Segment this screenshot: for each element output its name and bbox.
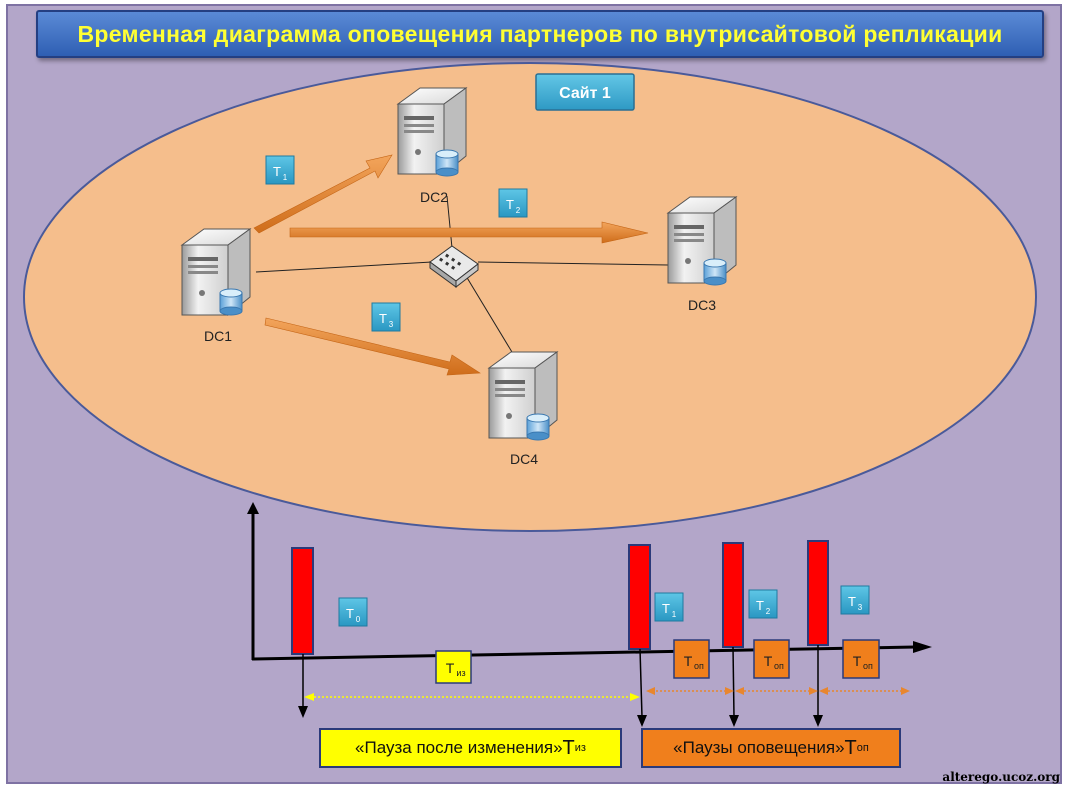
svg-text:T: T — [662, 601, 670, 616]
svg-text:T: T — [379, 311, 387, 326]
badge-t3-site: T 3 — [371, 302, 401, 332]
legend-pause-change-symbol: T — [562, 736, 575, 759]
event-bar-t3 — [807, 540, 829, 646]
pause-notify-box-3: T оп — [842, 639, 880, 679]
legend-pause-notify-symbol: T — [844, 736, 857, 759]
svg-text:0: 0 — [356, 615, 361, 624]
server-dc2-icon — [397, 87, 467, 177]
server-dc3-label: DC3 — [688, 297, 716, 313]
svg-text:Сайт 1: Сайт 1 — [559, 85, 611, 102]
legend-pause-notify-sub: оп — [856, 742, 869, 754]
event-bar-t0 — [291, 547, 314, 655]
diagram-title: Временная диаграмма оповещения партнеров… — [36, 10, 1044, 58]
svg-text:T: T — [848, 594, 856, 609]
svg-text:оп: оп — [863, 661, 873, 671]
svg-text:T: T — [346, 606, 354, 621]
svg-text:T: T — [684, 653, 693, 669]
watermark: alterego.ucoz.org — [942, 770, 1060, 784]
server-dc4-label: DC4 — [510, 451, 538, 467]
svg-text:из: из — [456, 668, 465, 678]
badge-t2-site: T 2 — [498, 188, 528, 218]
timeline-axes — [247, 502, 932, 661]
pause-notify-box-1: T оп — [673, 639, 710, 679]
badge-t2: T 2 — [748, 589, 778, 619]
svg-text:3: 3 — [389, 320, 394, 329]
network-links — [255, 195, 669, 363]
network-switch-icon — [429, 245, 479, 289]
svg-text:1: 1 — [283, 173, 288, 182]
arrow-dc1-dc3 — [289, 221, 649, 244]
pause-notify-arrowheads — [646, 687, 910, 695]
pause-change-box: T из — [435, 650, 472, 684]
server-dc3-icon — [667, 196, 737, 286]
svg-text:2: 2 — [516, 206, 521, 215]
event-bars — [291, 540, 829, 655]
server-dc4-icon — [488, 351, 558, 441]
legend-pause-notify-text: «Паузы оповещения» — [673, 738, 845, 757]
site-label: Сайт 1 — [535, 73, 635, 111]
svg-text:T: T — [446, 660, 455, 676]
svg-text:T: T — [764, 653, 773, 669]
badge-t3: T 3 — [840, 585, 870, 615]
pause-notify-box-2: T оп — [753, 639, 790, 679]
arrow-dc1-dc2 — [253, 154, 393, 234]
svg-text:оп: оп — [694, 661, 704, 671]
replication-arrows — [253, 154, 649, 376]
svg-text:T: T — [756, 598, 764, 613]
event-bar-t1 — [628, 544, 651, 650]
svg-text:1: 1 — [672, 610, 677, 619]
badge-t1: T 1 — [654, 592, 684, 622]
event-down-arrows — [298, 645, 823, 727]
pause-change-span — [304, 693, 640, 701]
badge-t1-site: T 1 — [265, 155, 295, 185]
svg-text:2: 2 — [766, 607, 771, 616]
server-dc1-label: DC1 — [204, 328, 232, 344]
arrow-dc1-dc4 — [264, 317, 481, 376]
svg-text:оп: оп — [774, 661, 784, 671]
svg-text:T: T — [853, 653, 862, 669]
legend-pause-change-text: «Пауза после изменения» — [355, 738, 563, 757]
badge-t0: T 0 — [338, 597, 368, 627]
svg-text:T: T — [506, 197, 514, 212]
event-bar-t2 — [722, 542, 744, 648]
svg-text:T: T — [273, 164, 281, 179]
server-dc1-icon — [181, 228, 251, 316]
legend-pause-change-sub: из — [574, 742, 586, 754]
svg-text:3: 3 — [858, 603, 863, 612]
server-dc2-label: DC2 — [420, 189, 448, 205]
